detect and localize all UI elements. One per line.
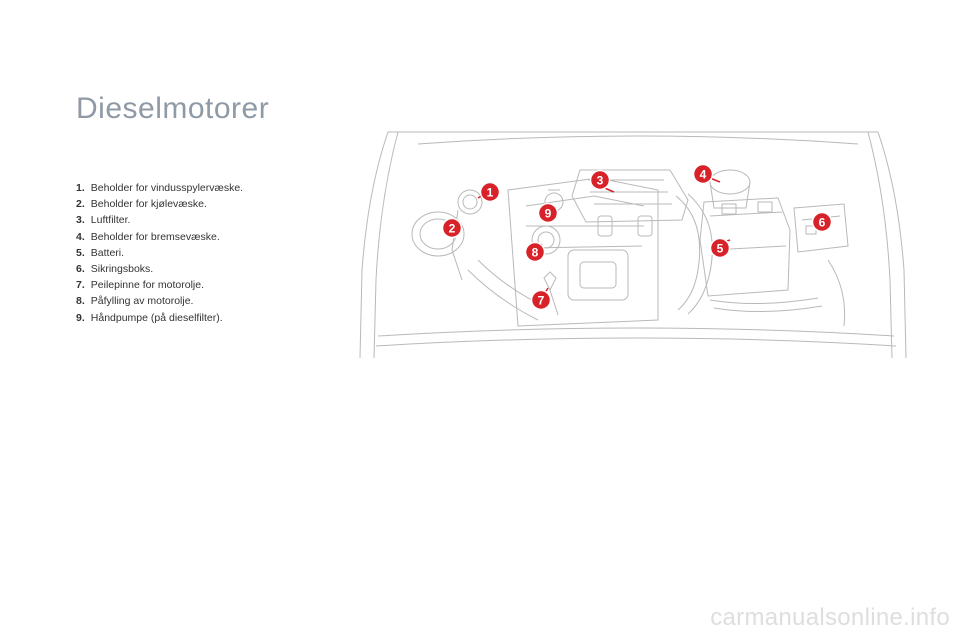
legend-number: 3. [76, 214, 85, 227]
page-title: Dieselmotorer [76, 92, 270, 125]
legend-item: 1. Beholder for vindusspylervæske. [76, 180, 243, 196]
legend-text: Beholder for kjølevæske. [90, 198, 207, 211]
legend-item: 2. Beholder for kjølevæske. [76, 196, 243, 212]
legend-item: 6. Sikringsboks. [76, 261, 243, 277]
watermark: carmanualsonline.info [710, 604, 950, 631]
callout-8: 8 [524, 241, 546, 263]
callout-label: 2 [449, 222, 456, 236]
legend-item: 8. Påfylling av motorolje. [76, 293, 243, 309]
callout-1: 1 [477, 181, 501, 203]
callout-7: 7 [530, 287, 552, 311]
legend-number: 5. [76, 246, 85, 259]
engine-bay-line-art [359, 131, 907, 359]
legend-text: Håndpumpe (på dieselfilter). [90, 311, 223, 324]
legend-item: 7. Peilepinne for motorolje. [76, 277, 243, 293]
legend-item: 3. Luftfilter. [76, 212, 243, 228]
legend-number: 6. [76, 263, 85, 276]
engine-bay-diagram: 1 2 3 4 5 6 7 8 9 [359, 131, 907, 359]
legend-list: 1. Beholder for vindusspylervæske. 2. Beho… [76, 180, 243, 326]
legend-item: 5. Batteri. [76, 245, 243, 261]
callout-3: 3 [589, 169, 615, 193]
legend-number: 1. [76, 182, 85, 194]
callout-label: 6 [819, 216, 826, 230]
legend-number: 8. [76, 295, 85, 308]
callout-label: 9 [545, 207, 552, 221]
callout-label: 8 [532, 246, 539, 260]
legend-text: Påfylling av motorolje. [90, 295, 194, 308]
legend-text: Luftfilter. [90, 214, 131, 227]
callout-label: 4 [700, 168, 707, 182]
callout-4: 4 [692, 163, 721, 185]
callout-label: 5 [717, 242, 724, 256]
callout-label: 1 [487, 186, 494, 200]
legend-text: Beholder for bremsevæske. [90, 230, 220, 243]
legend-number: 2. [76, 198, 85, 211]
callout-label: 3 [597, 174, 604, 188]
legend-item: 4. Beholder for bremsevæske. [76, 229, 243, 245]
callout-label: 7 [538, 294, 545, 308]
legend-text: Peilepinne for motorolje. [90, 279, 204, 292]
legend-number: 9. [76, 311, 85, 324]
legend-text: Sikringsboks. [90, 263, 154, 276]
legend-text: Beholder for vindusspylervæske. [90, 182, 244, 194]
legend-text: Batteri. [90, 246, 125, 259]
callout-9: 9 [537, 202, 559, 224]
callout-5: 5 [709, 237, 731, 259]
legend-number: 7. [76, 279, 85, 292]
legend-item: 9. Håndpumpe (på dieselfilter). [76, 310, 243, 326]
callout-2: 2 [441, 217, 463, 239]
callout-6: 6 [811, 211, 833, 233]
legend-number: 4. [76, 230, 85, 243]
